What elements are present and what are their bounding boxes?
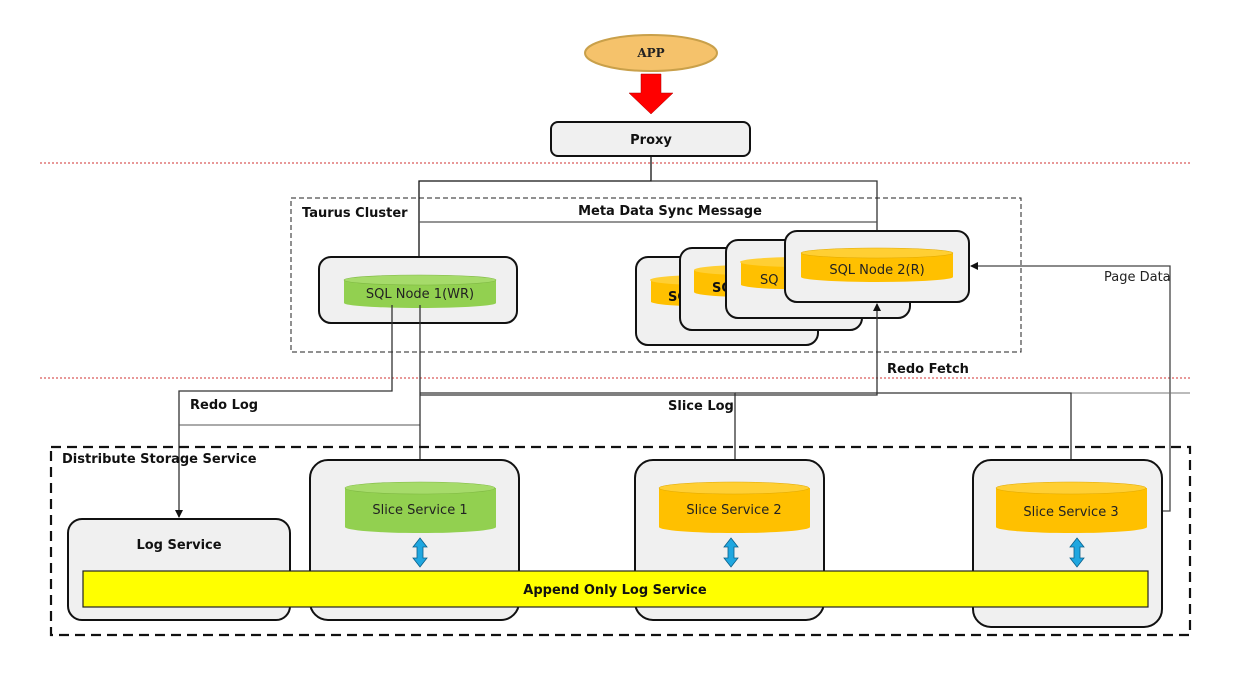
storage-boundary bbox=[49, 445, 1192, 637]
bidirectional-arrow-icon bbox=[412, 537, 428, 568]
redo-log-label: Redo Log bbox=[190, 398, 258, 413]
page-data-label: Page Data bbox=[1104, 270, 1171, 285]
redo-fetch-line bbox=[420, 303, 881, 396]
append-only-log-service[interactable]: Append Only Log Service bbox=[82, 570, 1149, 608]
redo-log-line bbox=[175, 305, 393, 518]
read-replica-1-label: SQ bbox=[760, 273, 778, 288]
proxy-node[interactable]: Proxy bbox=[550, 121, 751, 157]
redo-fetch-label: Redo Fetch bbox=[887, 362, 969, 377]
sql-node-write-label: SQL Node 1(WR) bbox=[366, 287, 474, 302]
sql-node-write[interactable]: SQL Node 1(WR) bbox=[318, 256, 518, 324]
bidirectional-arrow-icon bbox=[1069, 537, 1085, 568]
red-down-arrow-icon bbox=[628, 73, 674, 115]
append-only-label: Append Only Log Service bbox=[523, 583, 707, 598]
slice-log-to-slice3 bbox=[735, 392, 1075, 479]
slice-log-label: Slice Log bbox=[668, 399, 734, 414]
bidirectional-arrow-icon bbox=[723, 537, 739, 568]
meta-sync-label: Meta Data Sync Message bbox=[578, 204, 762, 219]
slice-service-3-label: Slice Service 3 bbox=[1023, 505, 1118, 520]
sql-node-read[interactable]: SQL Node 2(R) bbox=[784, 230, 970, 303]
app-node[interactable]: APP bbox=[584, 34, 718, 72]
slice-service-2-label: Slice Service 2 bbox=[686, 503, 781, 518]
sql-node-read-label: SQL Node 2(R) bbox=[829, 263, 924, 278]
app-label: APP bbox=[636, 46, 664, 60]
proxy-label: Proxy bbox=[630, 133, 672, 148]
taurus-cluster-boundary bbox=[290, 197, 1022, 353]
log-service-label: Log Service bbox=[136, 538, 221, 553]
slice-service-1-label: Slice Service 1 bbox=[372, 503, 467, 518]
taurus-cluster-title: Taurus Cluster bbox=[302, 206, 408, 221]
storage-title: Distribute Storage Service bbox=[62, 452, 257, 467]
